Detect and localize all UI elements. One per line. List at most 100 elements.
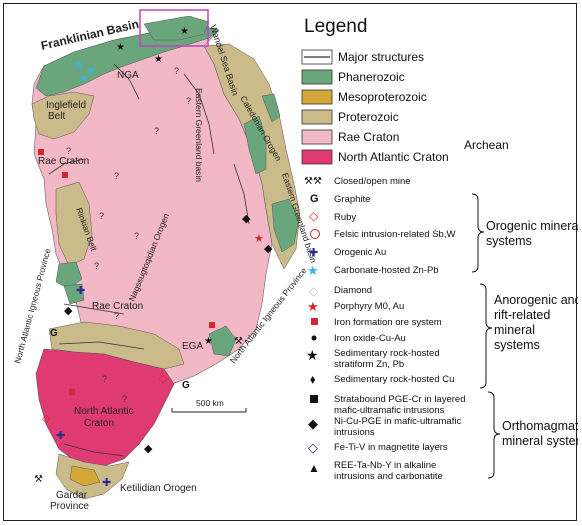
uncertain-marker-icon: ? [114, 311, 119, 321]
orogenic-au-occurrence-icon: ✚ [76, 285, 85, 297]
sedimentary-zn-pb-occurrence-icon: ★ [204, 336, 213, 347]
black-star-icon: ★ [306, 347, 319, 363]
legend-symbol-label: Graphite [334, 194, 370, 205]
legend-symbols: ⚒⚒ Closed/open mine G Graphite ◇ Ruby Fe… [304, 176, 465, 482]
mine-occurrence-icon: ⚒ [34, 474, 43, 485]
black-diamond-icon: ◆ [308, 416, 318, 431]
cross-icon: ✚ [309, 247, 318, 259]
black-drop-icon: ⬧ [310, 372, 316, 386]
eastern-greenland-basin-north-label: Eastern Greenland basin [194, 88, 204, 182]
sedimentary-zn-pb-occurrence-icon: ★ [180, 26, 189, 37]
north-atlantic-craton-swatch [301, 149, 333, 165]
legend-symbol-label: Carbonate-hosted Zn-Pb [334, 265, 439, 276]
graphite-occurrence-icon: G [182, 380, 190, 391]
occurrence-symbols: ★ ★ ★ ★ ★ ★ ★ ? ? ? ? ? ? ? ? ? ? ? [34, 26, 273, 489]
legend-unit-label: Mesoproterozoic [338, 90, 427, 104]
major-structures [48, 63, 250, 457]
iron-formation-occurrence-icon [38, 149, 44, 155]
phanerozoic-swatch [301, 69, 333, 85]
iron-formation-occurrence-icon [69, 389, 75, 395]
legend-symbol-label: Ruby [334, 212, 356, 223]
uncertain-marker-icon: ? [154, 126, 159, 136]
orthomagmatic-mineral-systems-label: Orthomagmaticmineral systems [502, 419, 578, 448]
uncertain-marker-icon: ? [99, 211, 104, 221]
uncertain-marker-icon: ? [122, 394, 127, 404]
ega-label: EGA [182, 341, 203, 352]
phanerozoic-east-1 [243, 115, 267, 175]
franklinian-box [139, 9, 209, 47]
north-atlantic-igneous-province-west-label: North Atlantic Igneous Province [12, 247, 52, 364]
ruby-occurrence-icon: ◇ [159, 373, 168, 385]
mine-occurrence-icon: ⚒ [234, 336, 243, 347]
sedimentary-zn-pb-occurrence-icon: ★ [116, 42, 125, 53]
geology-map-figure: ★ ★ ★ ★ ★ ★ ★ ? ? ? ? ? ? ? ? ? ? ? [12, 9, 578, 512]
archean-label: Archean [464, 138, 509, 152]
legend-symbol-label: Sedimentary rock-hosted Cu [334, 374, 454, 385]
white-diamond-icon: ◇ [309, 284, 319, 298]
legend-title: Legend [304, 16, 367, 37]
iron-formation-occurrence-icon [62, 172, 68, 178]
scale-bar: 500 km [171, 398, 247, 413]
greenland-map: ★ ★ ★ ★ ★ ★ ★ ? ? ? ? ? ? ? ? ? ? ? [12, 9, 319, 512]
uncertain-marker-icon: ? [102, 374, 107, 384]
figure-frame: ★ ★ ★ ★ ★ ★ ★ ? ? ? ? ? ? ? ? ? ? ? [3, 3, 578, 521]
ketilidian-orogen-label: Ketilidian Orogen [120, 483, 197, 494]
legend-units: Major structures Phanerozoic Mesoprotero… [301, 49, 509, 165]
legend-symbol-label: Orogenic Au [334, 247, 386, 258]
open-diamond-icon: ◇ [309, 209, 319, 223]
sedimentary-zn-pb-occurrence-icon: ★ [154, 54, 163, 65]
phanerozoic-west-1 [55, 261, 83, 290]
red-square-icon [311, 318, 318, 325]
phanerozoic-west-2 [63, 283, 85, 305]
carbonate-zn-pb-occurrence-icon: ★ [86, 65, 96, 77]
mine-icon: ⚒⚒ [304, 176, 322, 187]
uncertain-marker-icon: ? [66, 146, 71, 156]
carbonate-zn-pb-occurrence-icon: ★ [74, 59, 84, 71]
iron-formation-occurrence-icon [209, 322, 215, 328]
proterozoic-rinkian [55, 181, 93, 267]
mesoproterozoic-swatch [301, 89, 333, 105]
legend-unit-label: Major structures [338, 50, 424, 64]
black-square-icon [310, 395, 318, 403]
uncertain-marker-icon: ? [174, 66, 179, 76]
legend: Legend Major structures Phanerozoic Meso… [301, 16, 578, 482]
uncertain-marker-icon: ? [114, 171, 119, 181]
open-circle-icon [310, 229, 320, 239]
rae-craton-swatch [301, 129, 333, 145]
phanerozoic-peary [143, 15, 210, 41]
nga-label: NGA [117, 70, 139, 81]
phanerozoic-east-3 [261, 93, 281, 123]
triangle-icon: ▲ [308, 461, 320, 475]
ni-cu-pge-occurrence-icon: ◆ [144, 443, 153, 455]
legend-symbol-label: Porphyry M0, Au [334, 301, 404, 312]
phanerozoic-east-2 [271, 198, 300, 253]
uncertain-marker-icon: ? [134, 231, 139, 241]
legend-symbol-label: Fe-Ti-V in magnetite layers [334, 442, 448, 453]
carbonate-zn-pb-occurrence-icon: ★ [79, 73, 89, 85]
legend-unit-label: North Atlantic Craton [338, 150, 449, 164]
orogenic-au-occurrence-icon: ✚ [56, 430, 65, 442]
scale-bar-label: 500 km [196, 398, 224, 408]
ni-cu-pge-occurrence-icon: ◆ [242, 213, 251, 225]
rae-craton-north-label: Rae Craton [38, 156, 89, 167]
rae-craton-south-label: Rae Craton [92, 301, 143, 312]
proterozoic-swatch [301, 109, 333, 125]
legend-unit-label: Phanerozoic [338, 70, 405, 84]
graphite-occurrence-icon: G [50, 328, 58, 339]
legend-symbol-label: Diamond [334, 285, 372, 296]
g-letter-icon: G [310, 193, 319, 205]
dot-icon [311, 335, 317, 341]
legend-unit-label: Rae Craton [338, 130, 399, 144]
porphyry-occurrence-icon: ★ [254, 233, 264, 245]
legend-symbol-label: Closed/open mine [334, 176, 411, 187]
phanerozoic-east-4 [208, 325, 237, 357]
